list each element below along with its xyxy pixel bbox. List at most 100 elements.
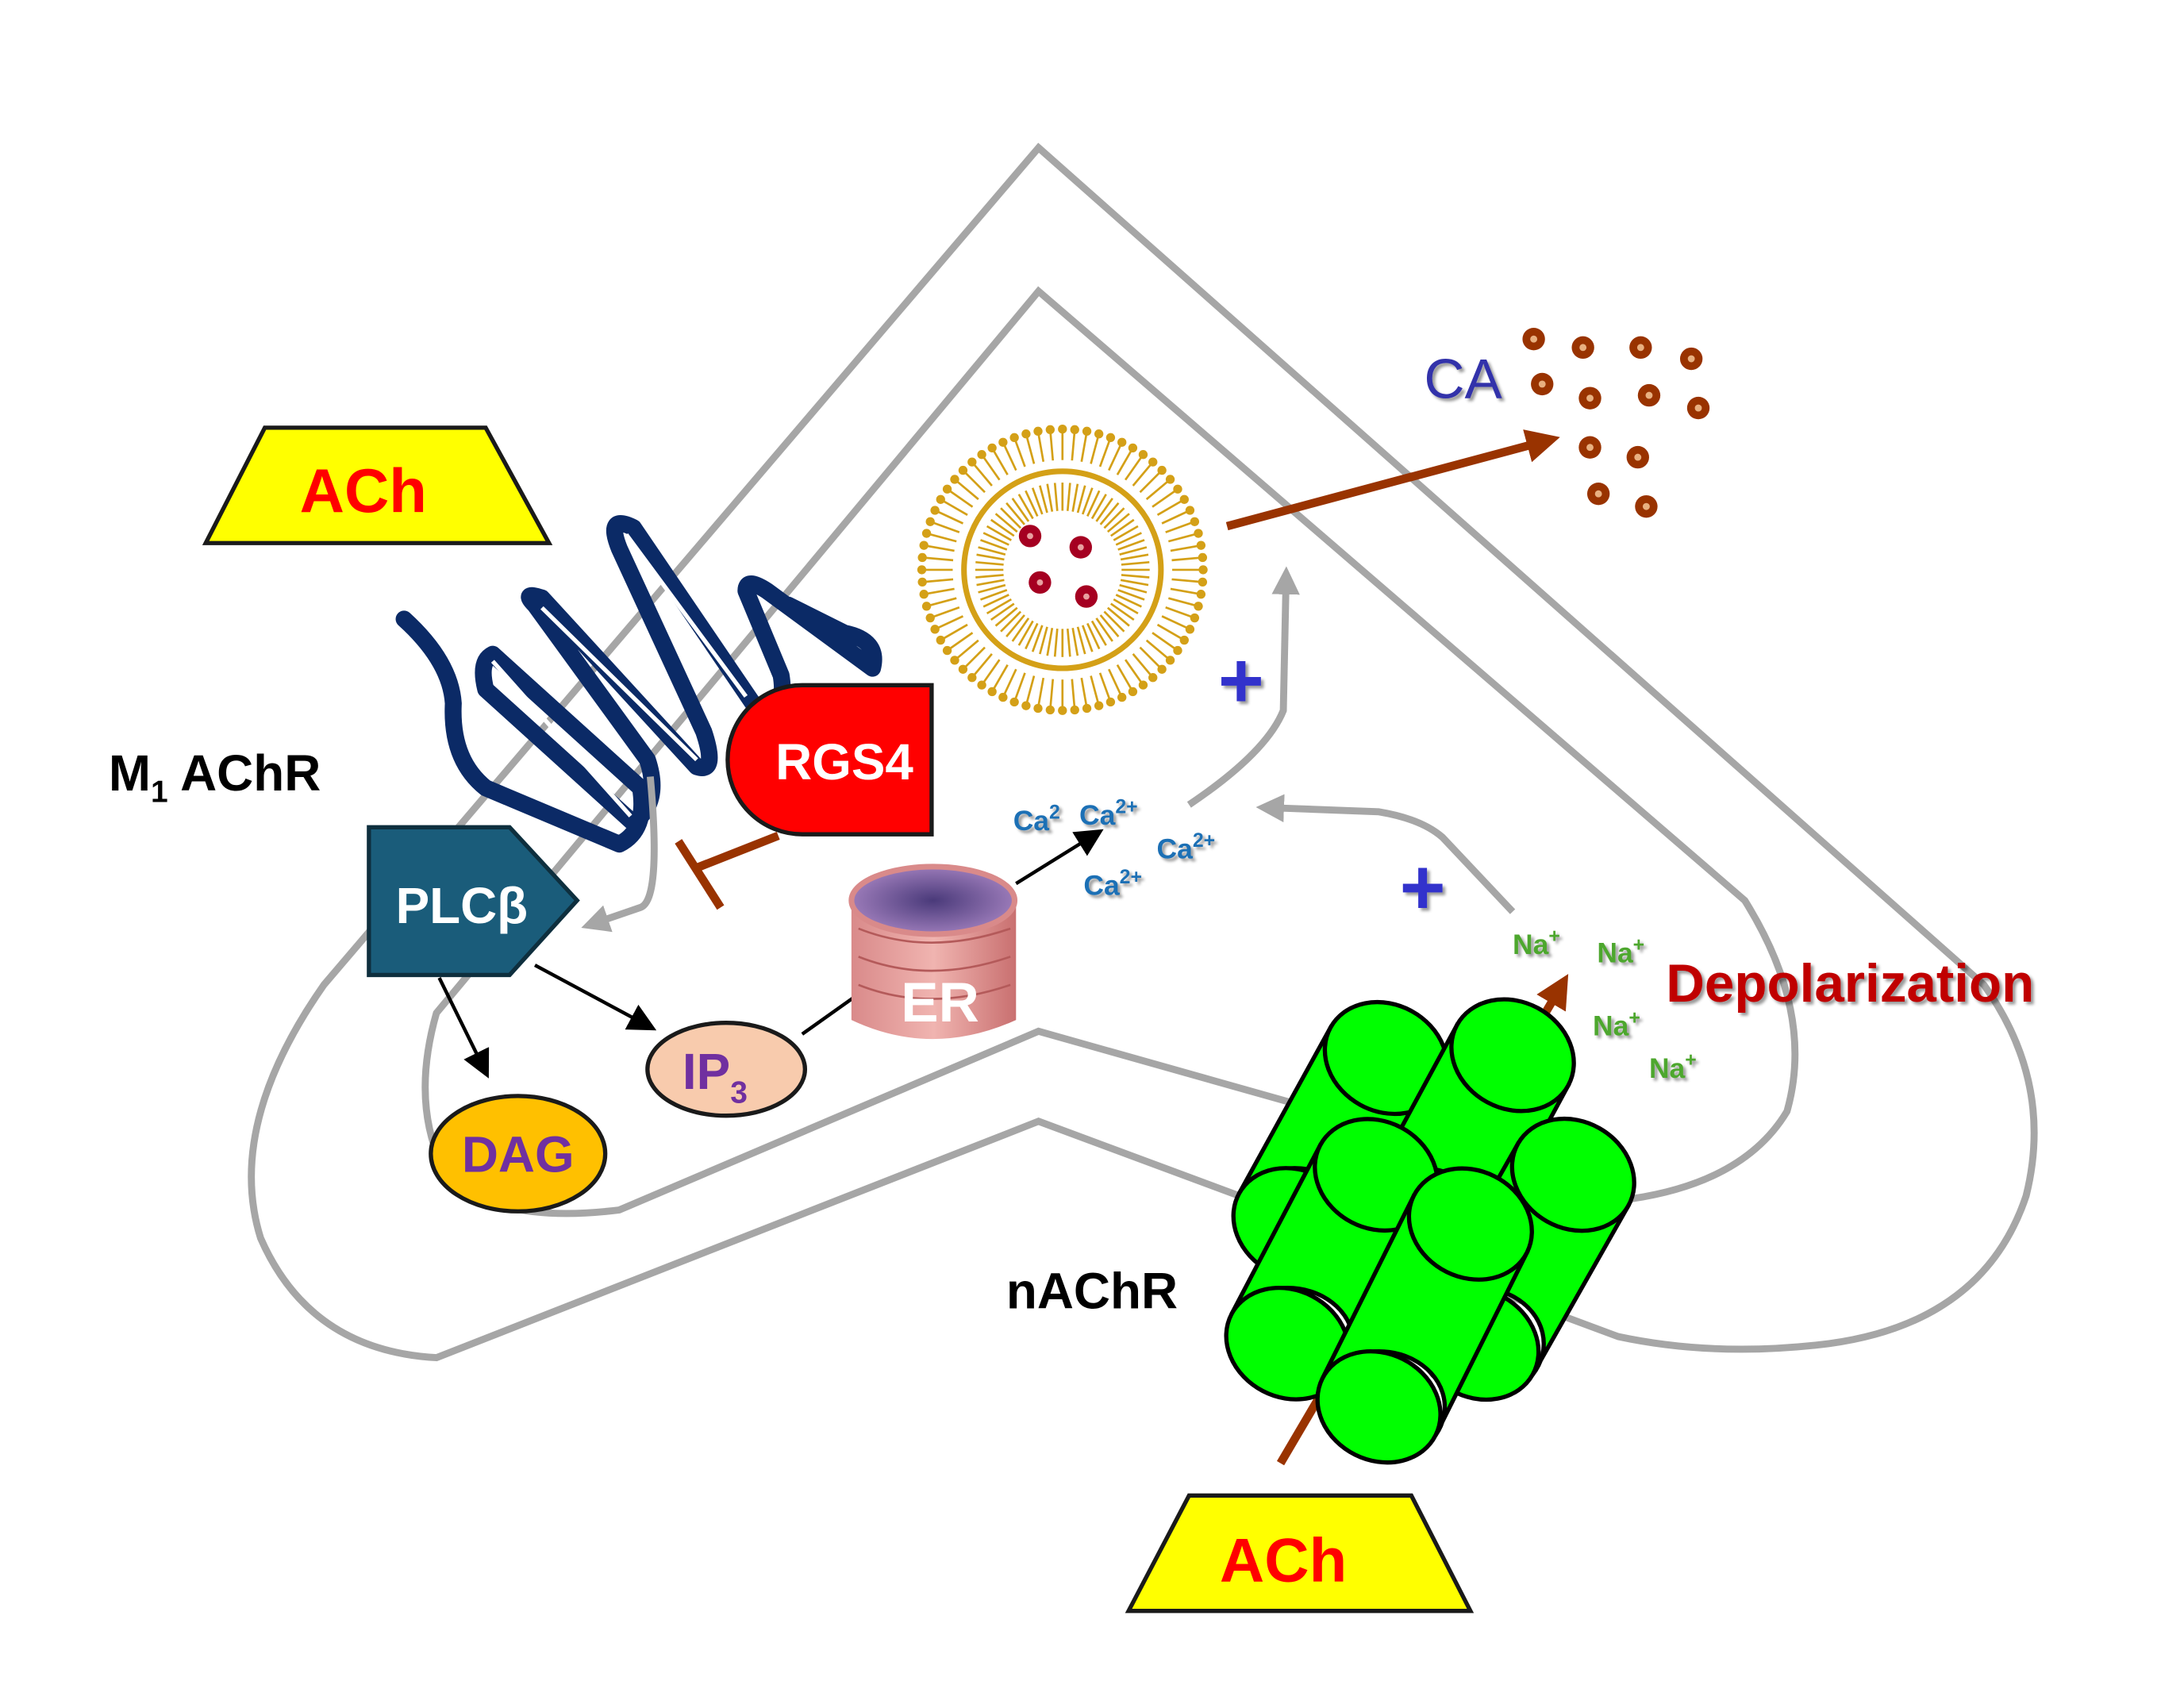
- lipid-head: [1196, 540, 1206, 550]
- lipid-tail: [926, 597, 957, 608]
- lipid-head: [921, 602, 932, 611]
- lipid-tail: [1108, 668, 1123, 698]
- lipid-tail: [975, 561, 1004, 566]
- lipid-head: [1094, 701, 1104, 710]
- activation-arrow-plc: [581, 776, 658, 933]
- lipid-tail: [923, 544, 955, 552]
- lipid-tail: [1120, 553, 1149, 561]
- catecholamine-center: [1579, 344, 1587, 352]
- lipid-head: [919, 540, 929, 550]
- vesicle: [917, 424, 1208, 715]
- lipid-tail: [1108, 441, 1123, 471]
- lipid-tail: [990, 602, 1015, 621]
- lipid-tail: [1161, 615, 1190, 631]
- lipid-head: [1094, 429, 1104, 439]
- lipid-head: [925, 517, 935, 526]
- lipid-tail: [978, 546, 1006, 556]
- lipid-tail: [1036, 431, 1045, 462]
- lipid-tail: [1152, 488, 1179, 508]
- lipid-tail: [929, 606, 960, 619]
- lipid-tail: [922, 556, 954, 562]
- lipid-head: [1198, 577, 1208, 587]
- lipid-tail: [1095, 498, 1113, 522]
- lipid-tail: [982, 532, 1009, 546]
- catecholamine-center: [1538, 380, 1546, 388]
- lipid-tail: [1171, 556, 1203, 562]
- lipid-head: [917, 577, 927, 587]
- lipid-tail: [1080, 431, 1088, 462]
- lipid-tail: [923, 587, 955, 596]
- ca-ion: Ca2+: [1157, 830, 1216, 864]
- lipid-head: [967, 457, 977, 467]
- lipid-tail: [1025, 490, 1039, 517]
- lipid-head: [1157, 664, 1167, 674]
- ip3-molecule: [645, 1021, 808, 1118]
- lipid-head: [1082, 703, 1092, 714]
- lipid-head: [942, 645, 952, 656]
- depolarization-label: Depolarization: [1666, 954, 2034, 1014]
- lipid-head: [936, 494, 945, 504]
- na-ion: Na+: [1649, 1050, 1697, 1084]
- lipid-head: [1185, 506, 1195, 515]
- catecholamine-center: [1642, 502, 1650, 510]
- lipid-head: [1105, 433, 1116, 443]
- subunit-top: [1406, 1166, 1534, 1282]
- lipid-tail: [1002, 441, 1017, 471]
- catecholamine-center: [1645, 391, 1653, 399]
- lipid-tail: [1121, 574, 1150, 579]
- lipid-head: [1148, 457, 1158, 467]
- lipid-head: [1138, 450, 1148, 460]
- lipid-tail: [975, 574, 1004, 579]
- lipid-tail: [1106, 606, 1130, 627]
- lipid-head: [1185, 625, 1195, 634]
- lipid-head: [917, 552, 927, 563]
- outer-membrane: [248, 142, 2038, 1362]
- lipid-head: [958, 664, 968, 674]
- endoplasmic-reticulum: ER: [848, 864, 1018, 1040]
- lipid-tail: [1124, 659, 1144, 686]
- lipid-tail: [1156, 498, 1185, 516]
- catecholamine-center: [1687, 355, 1695, 363]
- lipid-tail: [1017, 620, 1034, 646]
- lipid-tail: [1025, 622, 1039, 650]
- lipid-head: [1021, 701, 1031, 710]
- lipid-head: [1105, 697, 1116, 707]
- nachr-label: nAChR: [1006, 1263, 1178, 1320]
- catecholamine-center: [1694, 404, 1702, 412]
- lipid-head: [1128, 687, 1138, 697]
- lipid-tail: [1171, 578, 1203, 583]
- ca-ion: Ca2+: [1083, 867, 1142, 901]
- lipid-tail: [1103, 610, 1125, 633]
- lipid-tail: [1145, 478, 1171, 501]
- lipid-tail: [1109, 602, 1135, 621]
- lipid-tail: [1167, 597, 1199, 608]
- lipid-head: [1117, 692, 1127, 702]
- lipid-head: [987, 687, 997, 697]
- ca-ion: Ca2+: [1079, 797, 1138, 831]
- arrow-plc-ip3: [533, 964, 657, 1031]
- lipid-tail: [1071, 679, 1076, 710]
- catecholamine-center: [1634, 453, 1642, 461]
- lipid-head: [1196, 590, 1206, 599]
- lipid-head: [1009, 697, 1019, 707]
- lipid-tail: [954, 639, 979, 661]
- lipid-tail: [1120, 579, 1149, 587]
- lipid-head: [1157, 465, 1167, 475]
- plcb-enzyme: PLCβ: [367, 825, 580, 978]
- ip3-label: IP3: [682, 1043, 748, 1110]
- lipid-tail: [922, 578, 954, 583]
- lipid-tail: [1103, 507, 1125, 529]
- lipid-tail: [1049, 679, 1055, 710]
- lipid-head: [1194, 529, 1203, 538]
- lipid-tail: [1039, 485, 1048, 514]
- lipid-head: [930, 506, 940, 515]
- lipid-head: [958, 465, 968, 475]
- lipid-tail: [1098, 672, 1112, 702]
- dag-molecule: [429, 1094, 608, 1214]
- lipid-tail: [1119, 546, 1148, 556]
- lipid-tail: [1115, 594, 1142, 608]
- lipid-tail: [1000, 507, 1022, 529]
- m1-receptor-inner: [490, 533, 748, 817]
- lipid-tail: [1117, 539, 1145, 551]
